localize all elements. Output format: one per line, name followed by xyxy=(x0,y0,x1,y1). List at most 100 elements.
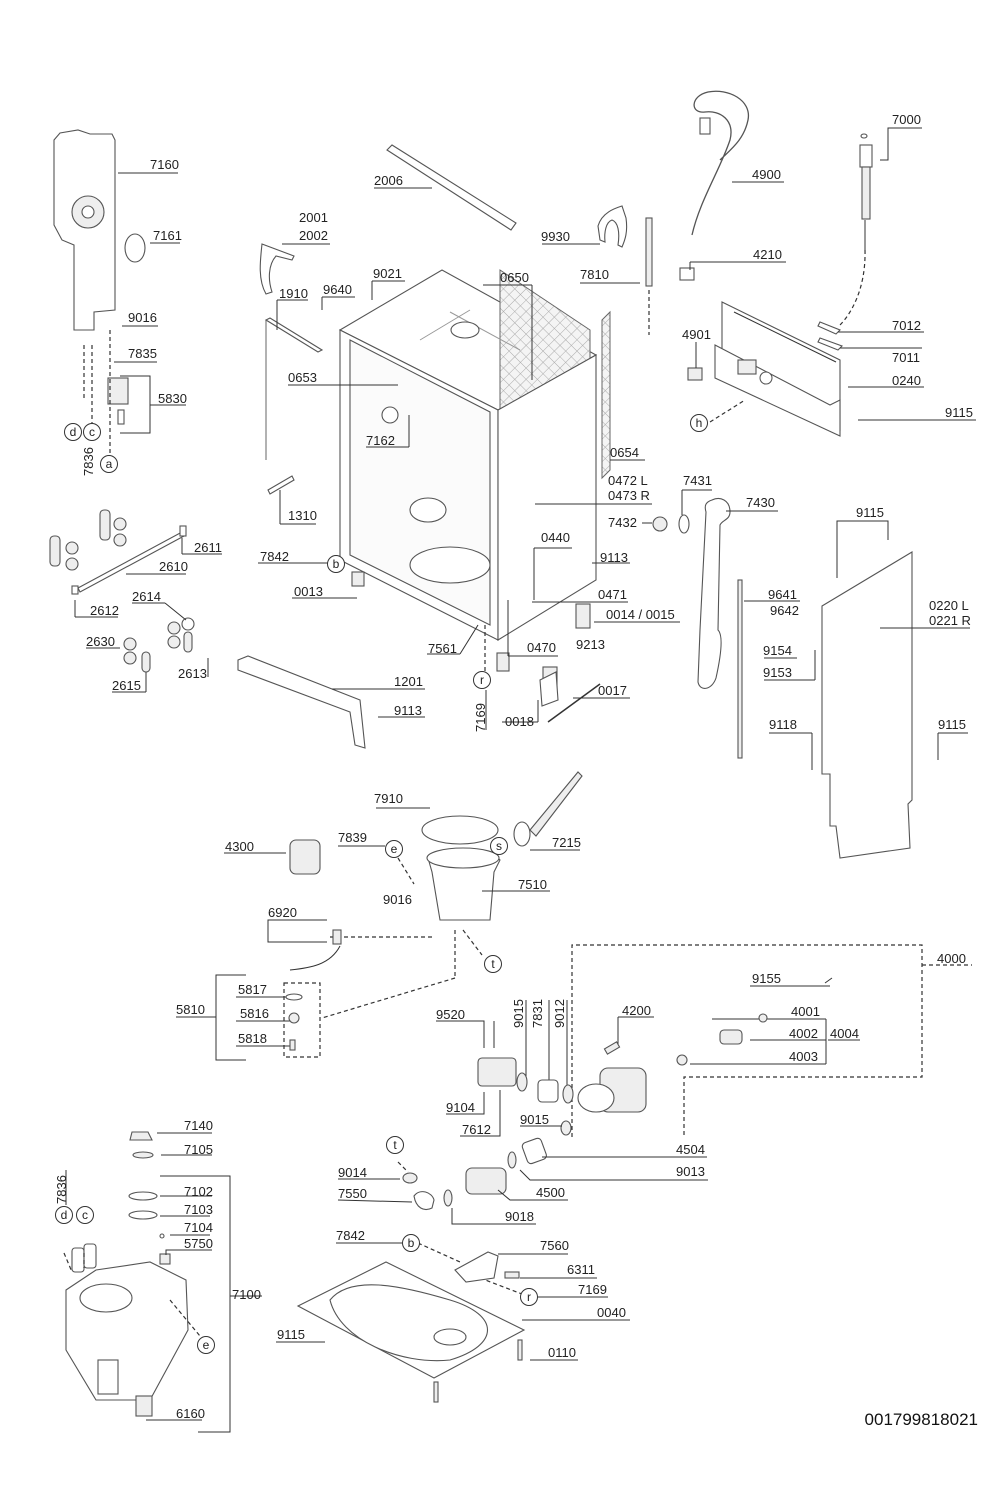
hinge-bracket-part xyxy=(259,243,295,295)
part-label: 9118 xyxy=(769,717,797,732)
softener-tank-part xyxy=(65,1131,189,1417)
bracket-part xyxy=(539,671,559,707)
part-label: 4900 xyxy=(752,167,781,182)
document-id: 001799818021 xyxy=(864,1410,978,1429)
part-label: 7012 xyxy=(892,318,921,333)
part-label: 9013 xyxy=(676,1164,705,1179)
part-label: 1910 xyxy=(279,286,308,301)
part-label: 0654 xyxy=(610,445,639,460)
side-panel-part xyxy=(821,551,913,859)
part-label: 9018 xyxy=(505,1209,534,1224)
part-label: 7431 xyxy=(683,473,712,488)
part-label: 7162 xyxy=(366,433,395,448)
part-label: 7169 xyxy=(473,703,488,732)
filter-group-box xyxy=(283,982,321,1058)
part-label: 0013 xyxy=(294,584,323,599)
part-label: 9113 xyxy=(394,703,422,718)
part-label: 7432 xyxy=(608,515,637,530)
part-label: 7105 xyxy=(184,1142,213,1157)
seal-ring-part xyxy=(678,514,690,534)
part-label: 2615 xyxy=(112,678,141,693)
connector-marker-t: t xyxy=(386,1136,404,1154)
part-label: 0018 xyxy=(505,714,534,729)
part-label: 9021 xyxy=(373,266,402,281)
part-label: 5817 xyxy=(238,982,267,997)
part-label: 9115 xyxy=(945,405,973,420)
part-label: 0650 xyxy=(500,270,529,285)
leader-lines-softener xyxy=(83,172,186,455)
part-label: 5830 xyxy=(158,391,187,406)
part-label: 7836 xyxy=(81,447,96,476)
part-label: 2613 xyxy=(178,666,207,681)
connector-marker-c: c xyxy=(76,1206,94,1224)
drain-pump-part xyxy=(577,1067,647,1113)
cable-part xyxy=(645,217,653,287)
part-label: 7910 xyxy=(374,791,403,806)
part-label: 4001 xyxy=(791,1004,820,1019)
connector-marker-h: h xyxy=(690,414,708,432)
part-label: 9115 xyxy=(277,1327,305,1342)
part-label: 7100 xyxy=(232,1287,261,1302)
part-label: 4004 xyxy=(830,1026,859,1041)
connector-marker-a: a xyxy=(100,455,118,473)
drain-hose-part xyxy=(267,475,295,495)
sensor-part xyxy=(332,929,342,945)
heater-pump-part xyxy=(465,1167,507,1195)
door-hinge-part xyxy=(454,1251,499,1283)
hose-part xyxy=(521,1137,547,1165)
part-label: 7161 xyxy=(153,228,182,243)
part-label: 7160 xyxy=(150,157,179,172)
part-label: 4901 xyxy=(682,327,711,342)
clip-part xyxy=(597,205,628,248)
pin-part xyxy=(504,1271,520,1279)
part-label: 1201 xyxy=(394,674,423,689)
base-tray-part xyxy=(296,1261,526,1403)
part-label: 7836 xyxy=(54,1175,69,1204)
part-label: 4200 xyxy=(622,1003,651,1018)
part-label: 0470 xyxy=(527,640,556,655)
part-label: 9155 xyxy=(752,971,781,986)
hose-part xyxy=(537,1079,559,1103)
part-label: 9642 xyxy=(770,603,799,618)
tub-part xyxy=(338,269,611,688)
part-label: 7430 xyxy=(746,495,775,510)
part-label: 7831 xyxy=(530,999,545,1028)
gasket-part xyxy=(421,815,499,845)
part-label: 2610 xyxy=(159,559,188,574)
part-label: 0440 xyxy=(541,530,570,545)
connector-marker-s: s xyxy=(490,837,508,855)
door-rail-parts xyxy=(49,509,195,673)
part-label: 7215 xyxy=(552,835,581,850)
part-label: 0014 / 0015 xyxy=(606,607,675,622)
power-cable-part xyxy=(691,90,749,236)
part-label: 6920 xyxy=(268,905,297,920)
part-label: 2006 xyxy=(374,173,403,188)
part-label: 4002 xyxy=(789,1026,818,1041)
part-label: 7011 xyxy=(892,350,920,365)
part-label: 7510 xyxy=(518,877,547,892)
part-label: 7612 xyxy=(462,1122,491,1137)
part-label: 5810 xyxy=(176,1002,205,1017)
sensor-part xyxy=(839,133,873,326)
part-label: 7104 xyxy=(184,1220,213,1235)
part-label: 7140 xyxy=(184,1118,213,1133)
seal-strip-part xyxy=(737,579,743,759)
part-label: 5750 xyxy=(184,1236,213,1251)
part-label: 2611 xyxy=(194,540,222,555)
part-label: 7835 xyxy=(128,346,157,361)
part-label: 9154 xyxy=(763,643,792,658)
part-label: 7561 xyxy=(428,641,457,656)
part-label: 4210 xyxy=(753,247,782,262)
part-label: 9015 xyxy=(520,1112,549,1127)
part-label: 2614 xyxy=(132,589,161,604)
part-label: 9640 xyxy=(323,282,352,297)
part-label: 2002 xyxy=(299,228,328,243)
clip-part xyxy=(687,367,703,381)
connector-marker-t: t xyxy=(484,955,502,973)
part-label: 2630 xyxy=(86,634,115,649)
part-label: 0240 xyxy=(892,373,921,388)
kickplate-part xyxy=(237,655,366,749)
part-label: 0471 xyxy=(598,587,627,602)
part-label: 0221 R xyxy=(929,613,971,628)
